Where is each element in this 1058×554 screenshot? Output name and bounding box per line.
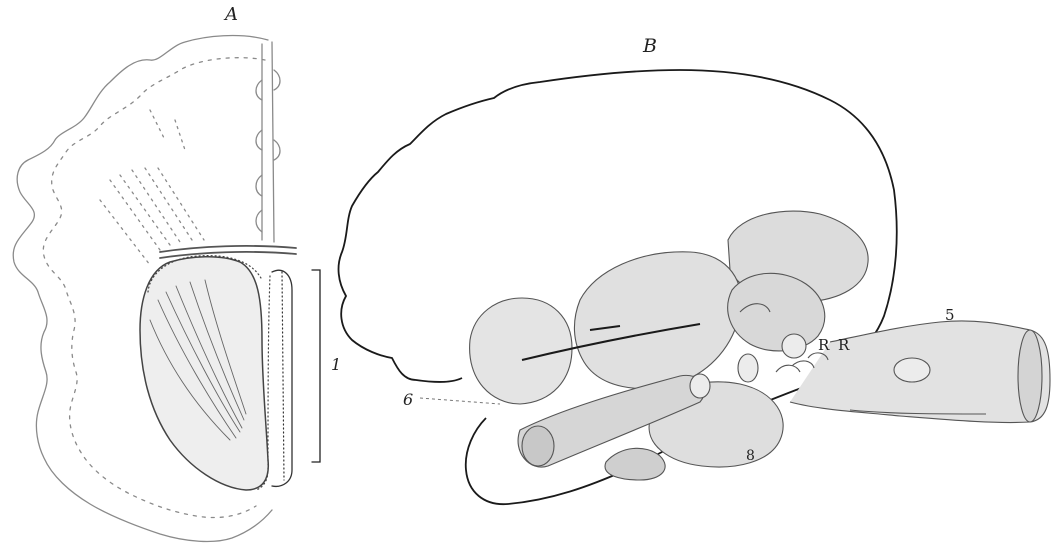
pituitary <box>605 448 665 480</box>
thalamic-strip <box>272 270 292 486</box>
fibre-lines <box>100 110 204 265</box>
bracket-1-label: 1 <box>331 355 341 374</box>
olfactory-label: 6 <box>403 390 413 409</box>
medulla-label: 5 <box>945 306 955 324</box>
medulla-end <box>1018 330 1042 422</box>
panel-a-label: A <box>225 4 238 25</box>
optic-end <box>522 426 554 466</box>
deep-structures <box>470 211 1050 480</box>
medulla-vessel <box>894 358 930 382</box>
nerve-root-2 <box>738 354 758 382</box>
bracket-1 <box>312 270 320 462</box>
nerve-root-3 <box>782 334 806 358</box>
olfactory-leader <box>420 398 500 404</box>
medial-wall-bumps <box>256 70 280 232</box>
pons-label: 8 <box>746 448 755 464</box>
panel-a-section <box>13 36 320 542</box>
panel-b-lateral <box>339 70 1050 504</box>
corpus-striatum <box>574 252 741 389</box>
nerve-root-1 <box>690 374 710 398</box>
interhemispheric-fissure <box>262 42 274 242</box>
striate-body <box>140 257 268 490</box>
corpus-callosum <box>160 246 296 258</box>
nerve-roots-label: R R <box>818 336 851 354</box>
thalamic-strip-dotted <box>282 272 284 480</box>
panel-b-label: B <box>643 35 657 57</box>
